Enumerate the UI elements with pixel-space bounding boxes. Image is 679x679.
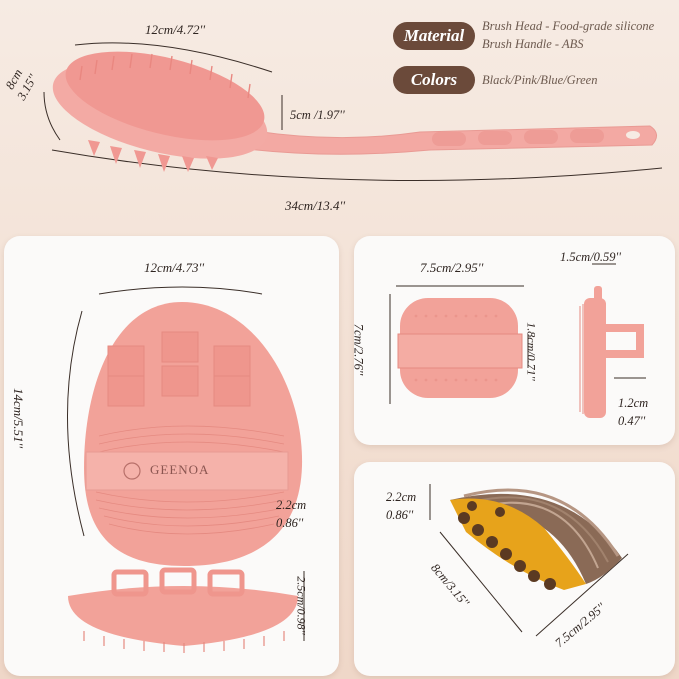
curved-height-in-label: 0.86'' (386, 508, 414, 522)
curved-brush-illustration (429, 484, 629, 637)
side-bottom-cm-label: 1.2cm (618, 396, 649, 410)
material-line-2: Brush Handle - ABS (482, 37, 584, 51)
head-width-label: 12cm/4.72'' (145, 22, 206, 37)
small-brush-illustration (389, 263, 646, 418)
head-height-label: 5cm /1.97'' (290, 108, 345, 122)
colors-badge: Colors (393, 66, 475, 94)
brand-logo: GEENOA (150, 462, 210, 477)
palm-thickness-label: 2.5cm/0.98'' (294, 576, 309, 635)
long-brush-illustration (43, 42, 663, 181)
material-badge: Material (393, 22, 475, 50)
colors-value: Black/Pink/Blue/Green (482, 73, 598, 87)
palm-strap-in-label: 0.86'' (276, 516, 304, 530)
total-length-label: 34cm/13.4'' (285, 198, 346, 213)
curved-brush-panel: 2.2cm 0.86'' 8cm/3.15'' 7.5cm/2.95'' (354, 462, 675, 676)
small-height-label: 7cm/2.76'' (354, 323, 366, 376)
curved-height-cm-label: 2.2cm (386, 490, 417, 504)
side-bottom-in-label: 0.47'' (618, 414, 646, 428)
material-line-1: Brush Head - Food-grade silicone (482, 19, 655, 33)
palm-strap-cm-label: 2.2cm (276, 498, 307, 512)
palm-brush-panel: 12cm/4.73'' 14cm/5.51'' GEENOA 2.2cm 0.8… (4, 236, 339, 676)
palm-width-label: 12cm/4.73'' (144, 260, 205, 275)
palm-brush-illustration (67, 286, 305, 653)
side-top-label: 1.5cm/0.59'' (560, 250, 621, 264)
small-strap-label: 1.8cm/0.71'' (524, 322, 539, 381)
palm-height-label: 14cm/5.51'' (11, 387, 27, 449)
small-width-label: 7.5cm/2.95'' (420, 260, 484, 275)
small-brush-panel: 7.5cm/2.95'' 7cm/2.76'' 1.8cm/0.71'' 1.5… (354, 236, 675, 445)
